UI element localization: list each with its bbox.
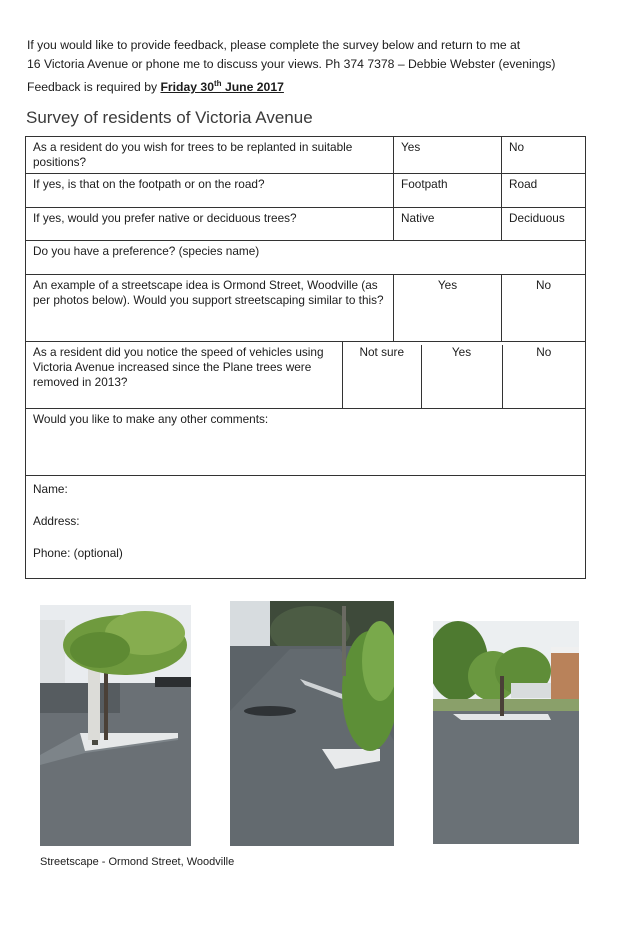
option-speed-no[interactable]: No [501, 345, 586, 408]
streetscape-photo-1 [40, 605, 191, 846]
option-footpath[interactable]: Footpath [393, 173, 503, 208]
deadline-month-year: June 2017 [221, 80, 284, 95]
question-streetscape: An example of a streetscape idea is Ormo… [24, 274, 395, 342]
option-streetscape-no[interactable]: No [501, 274, 587, 342]
survey-row-replant: As a resident do you wish for trees to b… [24, 136, 587, 174]
option-road[interactable]: Road [501, 173, 587, 208]
survey-row-streetscape: An example of a streetscape idea is Ormo… [24, 274, 587, 342]
question-species[interactable]: Do you have a preference? (species name) [24, 240, 587, 275]
option-speed-not-sure[interactable]: Not sure [359, 345, 405, 359]
contact-details: Name: Address: Phone: (optional) [24, 475, 587, 579]
intro-line-1: If you would like to provide feedback, p… [27, 38, 521, 52]
survey-row-contact: Name: Address: Phone: (optional) [24, 475, 587, 579]
streetscape-photo-2 [230, 601, 394, 846]
option-replant-yes[interactable]: Yes [393, 136, 503, 174]
option-replant-no[interactable]: No [501, 136, 587, 174]
survey-title: Survey of residents of Victoria Avenue [26, 108, 313, 127]
question-tree-type: If yes, would you prefer native or decid… [24, 207, 395, 241]
intro-line-3: Feedback is required by Friday 30th June… [27, 74, 607, 97]
speed-options-grid: Not sure Yes No [343, 345, 586, 408]
survey-row-location: If yes, is that on the footpath or on th… [24, 173, 587, 208]
survey-row-speed: As a resident did you notice the speed o… [25, 341, 587, 409]
intro-paragraph: If you would like to provide feedback, p… [27, 36, 607, 97]
question-location: If yes, is that on the footpath or on th… [24, 173, 395, 208]
phone-field[interactable]: Phone: (optional) [33, 546, 123, 560]
question-speed: As a resident did you notice the speed o… [25, 341, 343, 409]
deadline-prefix: Feedback is required by [27, 80, 161, 95]
deadline-ordinal: th [214, 79, 222, 88]
option-native[interactable]: Native [393, 207, 503, 241]
question-replant: As a resident do you wish for trees to b… [24, 136, 395, 174]
survey-row-comments: Would you like to make any other comment… [24, 408, 587, 476]
survey-row-tree-type: If yes, would you prefer native or decid… [24, 207, 587, 241]
deadline-day: Friday 30 [160, 80, 214, 95]
intro-line-2: 16 Victoria Avenue or phone me to discus… [27, 57, 556, 71]
streetscape-photo-3 [433, 621, 579, 844]
speed-options: Not sure Yes No [341, 341, 587, 409]
option-speed-yes[interactable]: Yes [420, 345, 502, 408]
survey-row-species: Do you have a preference? (species name) [24, 240, 587, 275]
option-streetscape-yes[interactable]: Yes [393, 274, 503, 342]
photo-caption: Streetscape - Ormond Street, Woodville [40, 856, 235, 868]
deadline-date: Friday 30th June 2017 [160, 79, 284, 95]
question-comments[interactable]: Would you like to make any other comment… [24, 408, 587, 476]
name-field[interactable]: Name: [33, 482, 68, 496]
survey-table: As a resident do you wish for trees to b… [24, 136, 587, 579]
address-field[interactable]: Address: [33, 514, 80, 528]
option-deciduous[interactable]: Deciduous [501, 207, 587, 241]
